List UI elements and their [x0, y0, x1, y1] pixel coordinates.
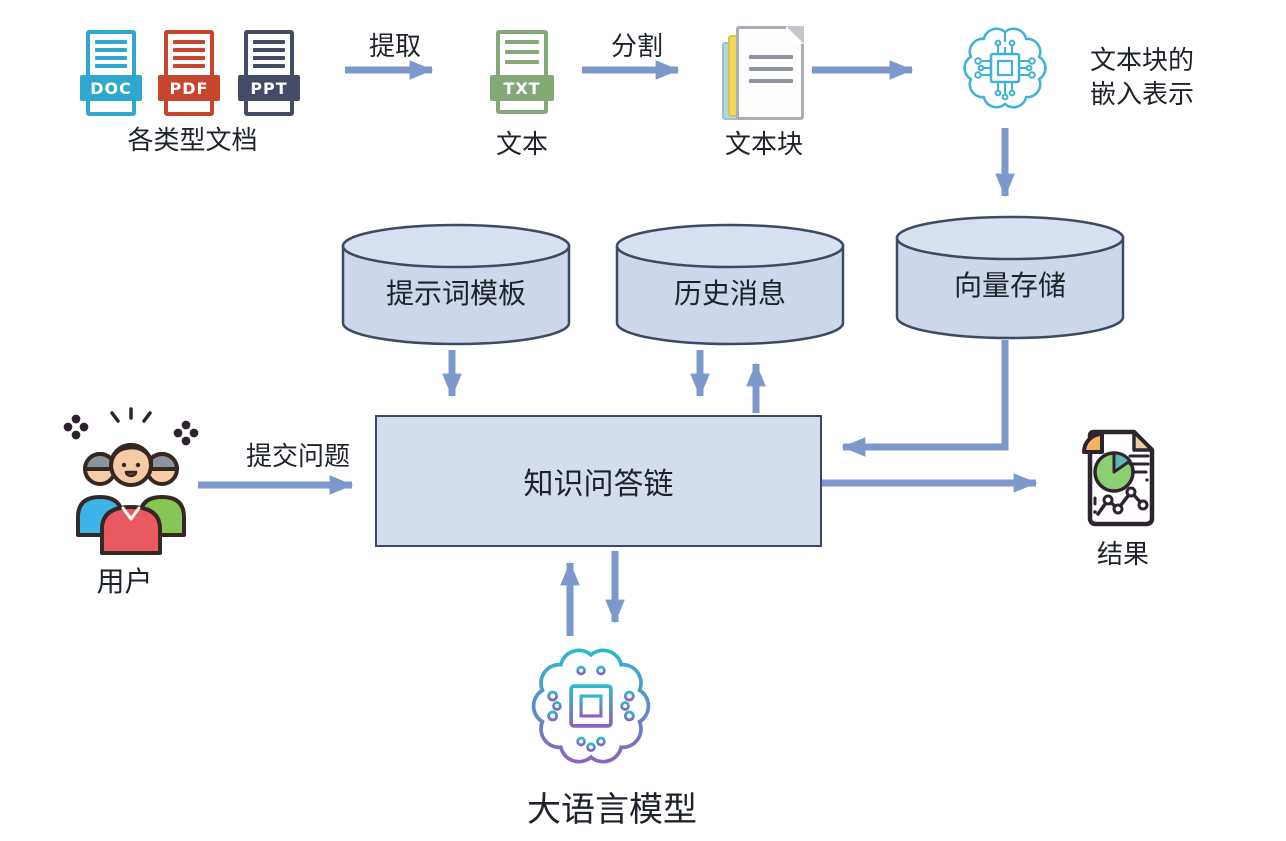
- doc-file-icon: DOC: [80, 30, 142, 116]
- chunk-sheet-front: [736, 26, 804, 120]
- pdf-file-icon: PDF: [158, 30, 220, 116]
- prompt-template-label: 提示词模板: [385, 277, 526, 310]
- txt-text-lines: [505, 40, 539, 64]
- user-label: 用户: [96, 565, 153, 598]
- vector-store-label: 向量存储: [953, 269, 1066, 302]
- qa-chain-box: 知识问答链: [375, 415, 822, 547]
- pdf-page: [164, 30, 214, 116]
- vectorstore-to-box-arrow: [841, 340, 1009, 457]
- history-label: 历史消息: [673, 277, 786, 310]
- llm-brain-icon: [531, 648, 651, 764]
- users-icon: [63, 407, 199, 555]
- llm-label: 大语言模型: [527, 790, 697, 830]
- chunks-label: 文本块: [724, 130, 803, 160]
- doc-badge: DOC: [80, 75, 142, 101]
- text-chunks-icon: [722, 26, 806, 120]
- txt-badge: TXT: [490, 75, 554, 101]
- embedding-label-line2: 嵌入表示: [1090, 80, 1195, 110]
- ppt-badge: PPT: [238, 75, 300, 101]
- embedding-label-line1: 文本块的: [1090, 46, 1195, 76]
- txt-file-icon: TXT: [490, 30, 554, 114]
- extract-label: 提取: [368, 32, 421, 62]
- page-fold: [786, 26, 804, 44]
- embedding-label: 文本块的 嵌入表示: [1090, 44, 1194, 112]
- text-label: 文本: [495, 130, 548, 160]
- vector-store-cylinder: [895, 215, 1125, 340]
- result-report-icon: [1082, 429, 1155, 527]
- chunk-text-lines: [749, 55, 793, 83]
- qa-chain-label: 知识问答链: [523, 467, 674, 502]
- doc-text-lines: [95, 40, 127, 68]
- ppt-file-icon: PPT: [238, 30, 300, 116]
- embedding-brain-icon: [963, 27, 1047, 109]
- result-label: 结果: [1096, 540, 1149, 570]
- doc-page: [86, 30, 136, 116]
- prompt-template-cylinder: [341, 223, 571, 346]
- ppt-text-lines: [253, 40, 285, 68]
- split-label: 分割: [610, 32, 663, 62]
- pdf-text-lines: [173, 40, 205, 68]
- submit-question-label: 提交问题: [245, 442, 350, 472]
- ppt-page: [244, 30, 294, 116]
- history-cylinder: [615, 223, 845, 346]
- pdf-badge: PDF: [158, 75, 220, 101]
- doc-types-label: 各类型文档: [127, 126, 258, 156]
